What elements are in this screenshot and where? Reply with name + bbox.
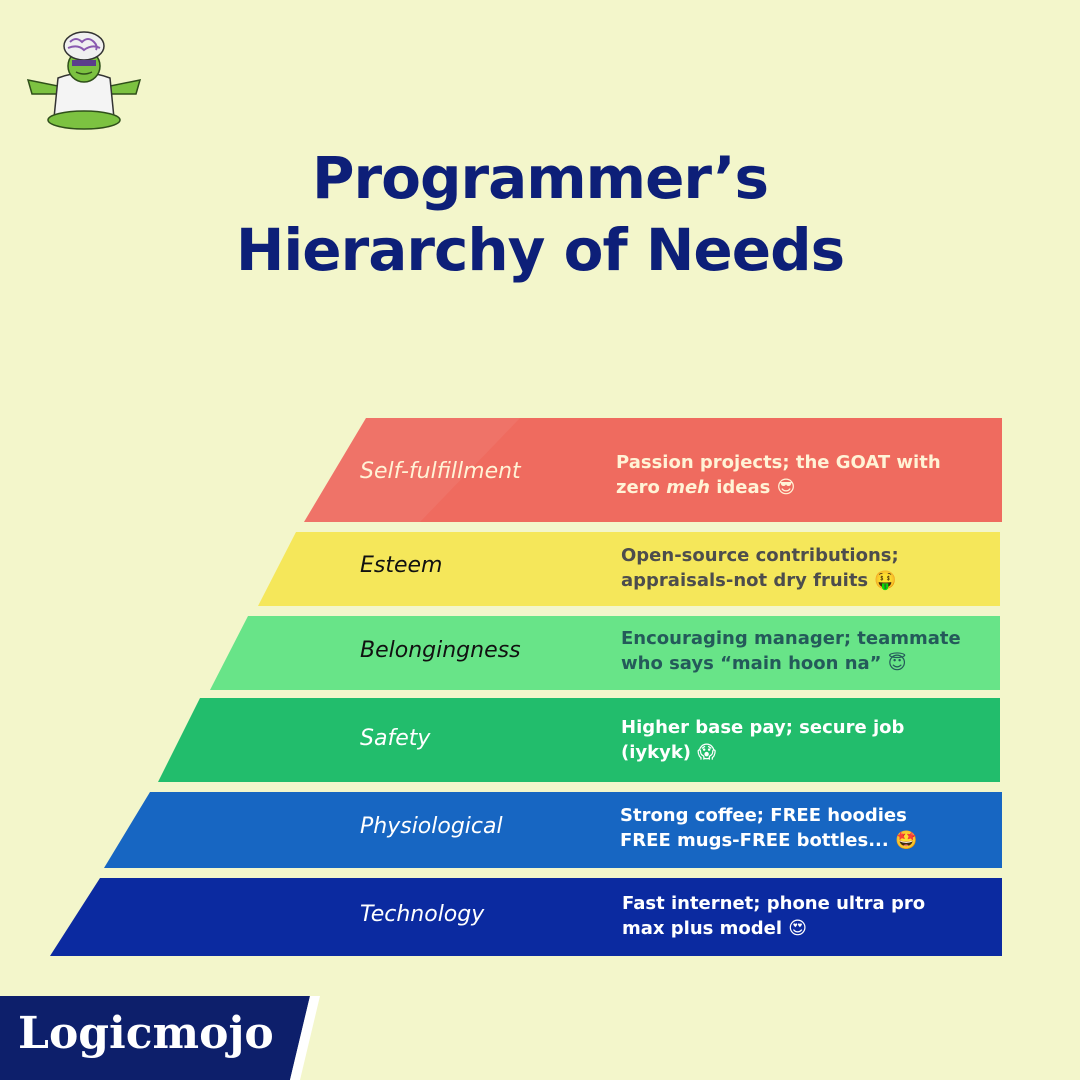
tier-description: Higher base pay; secure job (iykyk) 😱	[621, 715, 991, 765]
title-line-2: Hierarchy of Needs	[235, 216, 845, 284]
tier-description-line: Encouraging manager; teammate	[621, 628, 961, 649]
tier-name: Technology	[360, 902, 485, 927]
title-line-1: Programmer’s	[311, 144, 769, 212]
tier-description-line: zero meh ideas 😎	[616, 475, 986, 500]
tier-description-line: Passion projects; the GOAT with	[616, 452, 941, 473]
tier-description: Strong coffee; FREE hoodies FREE mugs-FR…	[620, 803, 990, 853]
mojo-jojo-meditating-icon	[26, 31, 142, 130]
tier-description: Open-source contributions; appraisals-no…	[621, 543, 991, 593]
tier-description-line: appraisals-not dry fruits 🤑	[621, 570, 897, 591]
tier-description-line: FREE mugs-FREE bottles... 🤩	[620, 830, 918, 851]
page-title: Programmer’s Hierarchy of Needs	[0, 142, 1080, 286]
tier-description-text: ideas 😎	[709, 477, 796, 498]
tier-description: Passion projects; the GOAT with zero meh…	[616, 450, 986, 500]
tier-description: Encouraging manager; teammate who says “…	[621, 626, 991, 676]
brand-logo: Logicmojo	[18, 1008, 274, 1059]
tier-name: Esteem	[360, 553, 443, 578]
logo-banner	[0, 996, 320, 1080]
tier-description-line: (iykyk) 😱	[621, 742, 717, 763]
tier-description-line: Open-source contributions;	[621, 545, 899, 566]
tier-description-line: who says “main hoon na” 😇	[621, 653, 907, 674]
tier-description-line: Higher base pay; secure job	[621, 717, 905, 738]
tier-name: Belongingness	[360, 638, 521, 663]
tier-description: Fast internet; phone ultra pro max plus …	[622, 891, 992, 941]
tier-description-emphasis: meh	[666, 477, 710, 498]
tier-description-text: zero	[616, 477, 667, 498]
tier-name: Physiological	[360, 814, 503, 839]
tier-name: Safety	[360, 726, 431, 751]
tier-name: Self-fulfillment	[360, 459, 521, 484]
tier-description-line: max plus model 😍	[622, 918, 808, 939]
tier-description-line: Strong coffee; FREE hoodies	[620, 805, 907, 826]
tier-description-line: Fast internet; phone ultra pro	[622, 893, 926, 914]
